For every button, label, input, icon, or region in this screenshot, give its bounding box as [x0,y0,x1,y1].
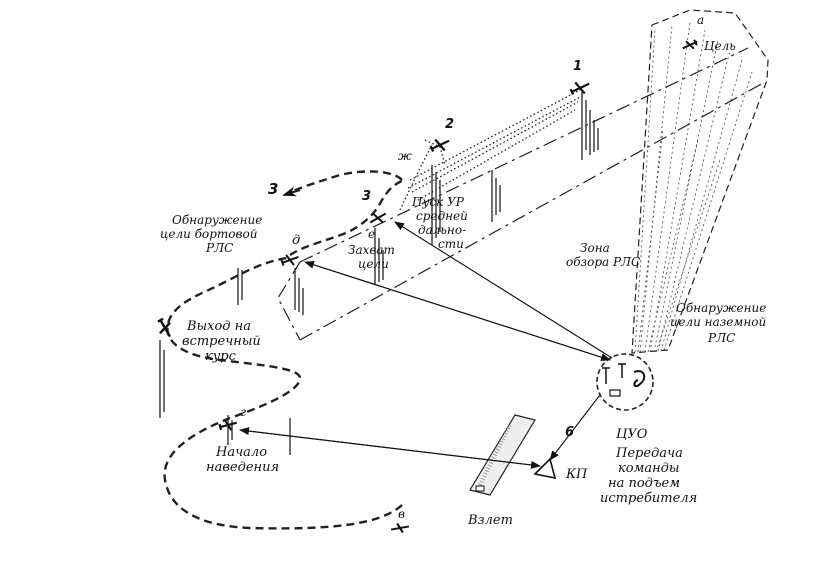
label-tsuo: ЦУО [616,427,648,442]
fighter-b-icon [390,522,410,534]
ground-control-station [596,353,654,411]
label-head-on-exit: Выход на встречный курс [182,319,265,364]
label-onboard-detection: Обнаружение цели бортовой РЛС [160,213,266,255]
command-post-icon [533,457,557,480]
label-command-post: КП [565,467,588,482]
altitude-hatching [159,92,599,455]
fighter-1-icon [569,81,590,95]
label-target: Цель [704,39,736,53]
label-number-1: 1 [573,59,582,74]
radar-scan-zone [631,9,769,354]
target-aircraft-icon [682,39,698,50]
label-number-3-arrow: 3 [268,180,278,198]
fighter-flight-path [163,170,405,530]
aircraft-icons [157,39,698,534]
runway-aircraft-icon [475,485,485,492]
target-corridor [277,47,766,341]
fighter-g-icon [218,419,237,431]
label-capture: Захват цели [348,243,399,271]
label-command-transfer: Передача команды на подъем истребителя [600,446,697,506]
label-launch: Пуск УР средней дально- сти [411,195,472,251]
runway [469,414,536,496]
exit-arrow [282,186,301,197]
label-number-3-position: 3 [362,189,371,204]
label-number-2: 2 [445,117,454,132]
label-point-e: е [368,227,375,241]
fighter-2-icon [429,138,450,152]
fighter-turn-icon [157,317,172,338]
label-scan-zone: Зона обзора РЛС [566,241,640,269]
command-lines [239,221,613,469]
label-guidance-start: Начало наведения [206,445,279,475]
label-point-d: д [292,233,300,248]
diagram-labels: а Цель 1 2 ж 3 3 Пуск УР средней дально-… [160,13,770,528]
label-ground-detection: Обнаружение цели наземной РЛС [670,301,770,345]
label-point-zh: ж [398,149,412,163]
label-number-6: 6 [565,425,574,440]
fighter-e-icon [369,212,387,224]
label-point-g: г [240,405,246,419]
label-point-b: в [398,507,405,521]
label-point-a: а [697,13,704,27]
fighter-d-icon [280,254,299,266]
launch-trajectories [399,89,583,211]
label-takeoff: Взлет [467,513,513,528]
